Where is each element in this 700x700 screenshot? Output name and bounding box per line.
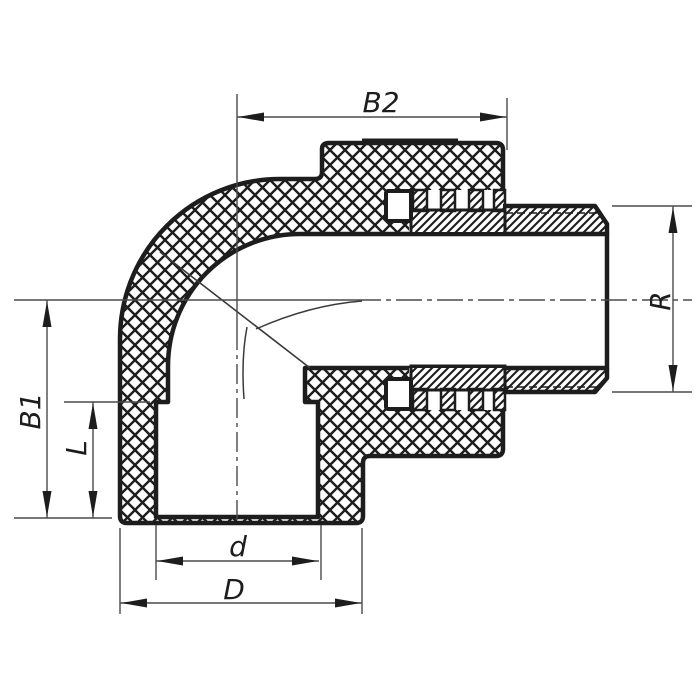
dimension-r: R xyxy=(644,206,678,392)
arrow-left-icon xyxy=(238,112,264,122)
bore-flow-arc-right xyxy=(255,300,363,330)
arrow-right-icon xyxy=(292,556,318,566)
dim-label-l: L xyxy=(60,440,93,456)
arrow-down-icon xyxy=(42,491,52,517)
dimension-b2: B2 xyxy=(237,86,507,122)
dim-label-d-outer: D xyxy=(223,573,245,606)
dim-label-b1: B1 xyxy=(14,392,47,429)
dim-label-b2: B2 xyxy=(362,86,399,119)
knurl-detail-top xyxy=(384,188,507,236)
centerlines xyxy=(14,94,692,521)
knurl-detail-bottom xyxy=(384,364,507,412)
arrow-down-icon xyxy=(88,491,98,517)
arrow-left-icon xyxy=(121,598,147,608)
dimension-d-outer: D xyxy=(120,573,362,608)
arrow-right-icon xyxy=(480,112,506,122)
extension-lines xyxy=(14,98,692,614)
arrow-left-icon xyxy=(157,556,183,566)
arrow-up-icon xyxy=(668,207,678,233)
arrow-down-icon xyxy=(668,365,678,391)
dim-label-d-inner: d xyxy=(229,530,247,563)
bore-flow-arc-down xyxy=(242,326,248,400)
dimension-b1: B1 xyxy=(14,300,52,518)
dim-label-r: R xyxy=(644,291,677,310)
miter-line xyxy=(159,251,363,400)
arrow-up-icon xyxy=(42,301,52,327)
male-thread-outline xyxy=(503,203,610,395)
dimension-l: L xyxy=(60,402,98,518)
arrow-up-icon xyxy=(88,403,98,429)
arrow-right-icon xyxy=(335,598,361,608)
dimension-d-inner: d xyxy=(156,530,319,566)
